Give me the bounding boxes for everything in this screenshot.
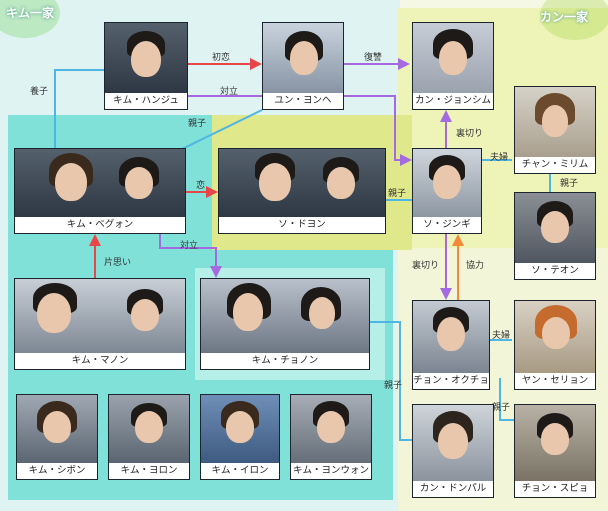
kang-family-title: カン一家 xyxy=(540,10,589,24)
character-photo xyxy=(105,23,187,93)
character-name: チョン・スピョ xyxy=(515,481,595,497)
character-card-kim-yonuon[interactable]: キム・ヨンウォン xyxy=(290,394,372,480)
character-name: ソ・テオン xyxy=(515,263,595,279)
character-card-kang-jonsim[interactable]: カン・ジョンシム xyxy=(412,22,494,110)
character-card-kim-hanju[interactable]: キム・ハンジュ xyxy=(104,22,188,110)
character-card-kim-begwon[interactable]: キム・ベグォン xyxy=(14,148,186,234)
relation-betrayal-1: 裏切り xyxy=(456,129,484,139)
relation-married-1: 夫婦 xyxy=(490,153,509,163)
character-name: カン・ドンパル xyxy=(413,481,493,497)
relation-revenge: 復讐 xyxy=(364,53,383,63)
character-name: チョン・オクチョ xyxy=(413,373,489,389)
relation-love: 恋 xyxy=(196,181,206,191)
relation-conflict-top: 対立 xyxy=(220,87,239,97)
character-name: キム・ハンジュ xyxy=(105,93,187,109)
character-card-kim-manon[interactable]: キム・マノン xyxy=(14,278,186,370)
relation-one-sided-love: 片思い xyxy=(104,258,132,268)
character-card-chan-mirim[interactable]: チャン・ミリム xyxy=(514,86,596,174)
relation-parent-child-5: 親子 xyxy=(492,403,511,413)
character-name: キム・ヨンウォン xyxy=(291,463,371,479)
character-name: キム・シボン xyxy=(17,463,97,479)
character-card-so-doyon[interactable]: ソ・ドヨン xyxy=(218,148,386,234)
relation-parent-child-1: 親子 xyxy=(188,119,207,129)
character-name: キム・ベグォン xyxy=(15,217,185,233)
character-card-yun-yonhe[interactable]: ユン・ヨンヘ xyxy=(262,22,344,110)
relation-cooperation: 協力 xyxy=(466,261,485,271)
character-card-so-teon[interactable]: ソ・テオン xyxy=(514,192,596,280)
character-name: チャン・ミリム xyxy=(515,157,595,173)
character-card-kim-chonon[interactable]: キム・チョノン xyxy=(200,278,370,370)
character-name: ユン・ヨンヘ xyxy=(263,93,343,109)
relation-parent-child-4: 親子 xyxy=(384,381,403,391)
relation-parent-child-2: 親子 xyxy=(560,179,579,189)
character-card-kang-donparu[interactable]: カン・ドンパル xyxy=(412,404,494,498)
character-card-yan-serion[interactable]: ヤン・セリョン xyxy=(514,300,596,390)
relation-first-love: 初恋 xyxy=(212,53,231,63)
character-card-chon-supiyo[interactable]: チョン・スピョ xyxy=(514,404,596,498)
relation-parent-child-3: 親子 xyxy=(388,189,407,199)
character-card-chon-okucho[interactable]: チョン・オクチョ xyxy=(412,300,490,390)
kim-family-title: キム一家 xyxy=(6,6,55,20)
character-card-so-jingi[interactable]: ソ・ジンギ xyxy=(412,148,482,234)
character-name: ソ・ジンギ xyxy=(413,217,481,233)
character-name: ソ・ドヨン xyxy=(219,217,385,233)
character-name: キム・イロン xyxy=(201,463,279,479)
relation-adoptive: 養子 xyxy=(30,87,49,97)
character-card-kim-yoron[interactable]: キム・ヨロン xyxy=(108,394,190,480)
leaf-decoration xyxy=(540,0,608,40)
relation-conflict-mid: 対立 xyxy=(180,241,199,251)
character-name: キム・ヨロン xyxy=(109,463,189,479)
character-name: キム・マノン xyxy=(15,353,185,369)
character-name: キム・チョノン xyxy=(201,353,369,369)
character-name: カン・ジョンシム xyxy=(413,93,493,109)
character-name: ヤン・セリョン xyxy=(515,373,595,389)
character-card-kim-iron[interactable]: キム・イロン xyxy=(200,394,280,480)
relation-married-2: 夫婦 xyxy=(492,331,511,341)
relation-betrayal-2: 裏切り xyxy=(412,261,440,271)
character-card-kim-shibon[interactable]: キム・シボン xyxy=(16,394,98,480)
